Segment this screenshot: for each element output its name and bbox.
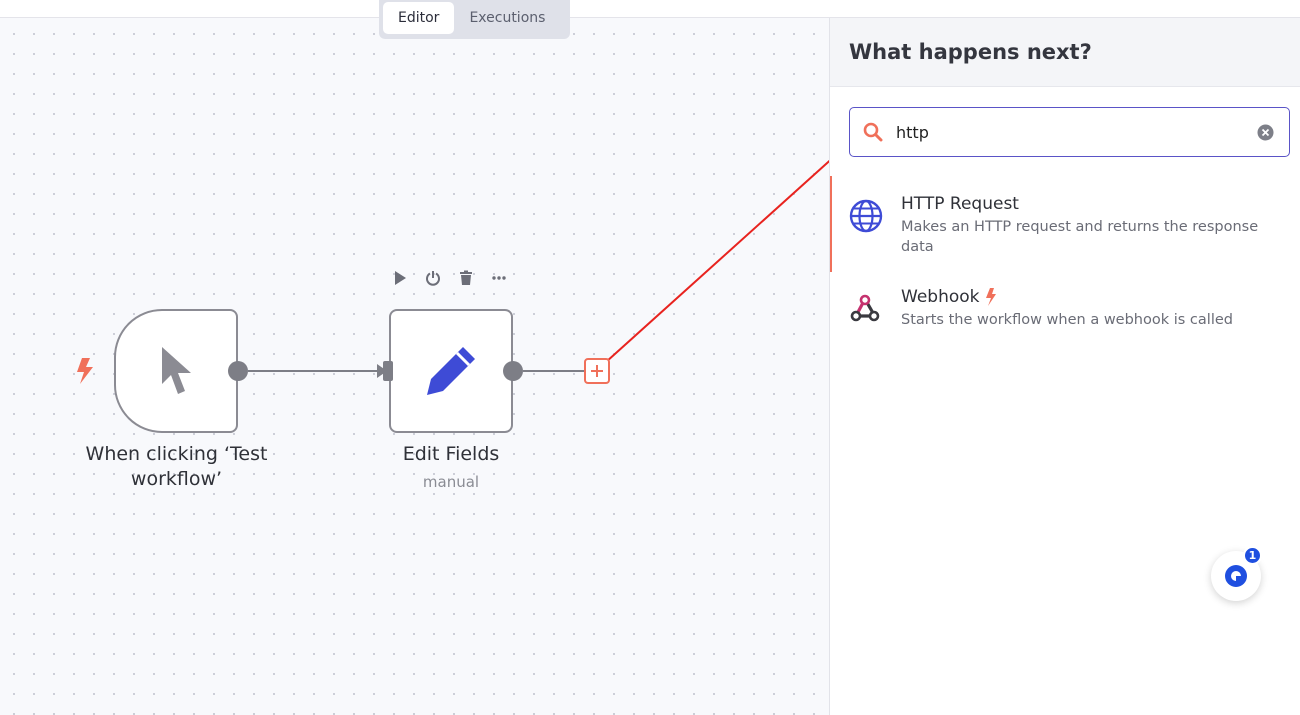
result-title: Webhook <box>901 287 980 307</box>
view-tabs: Editor Executions <box>379 0 570 39</box>
more-horizontal-icon[interactable] <box>487 266 510 289</box>
panel-title: What happens next? <box>849 40 1092 64</box>
pencil-icon <box>427 347 475 395</box>
add-node-button[interactable] <box>584 358 610 384</box>
result-http-request[interactable]: HTTP Request Makes an HTTP request and r… <box>830 176 1300 272</box>
trigger-bolt-icon <box>986 288 997 306</box>
result-description: Starts the workflow when a webhook is ca… <box>901 312 1233 328</box>
result-webhook[interactable]: Webhook Starts the workflow when a webho… <box>830 286 1300 346</box>
edit-node-label: Edit Fields <box>402 443 500 465</box>
plus-icon <box>591 365 603 377</box>
top-bar <box>0 0 1300 18</box>
edit-output-handle[interactable] <box>503 361 523 381</box>
result-title: HTTP Request <box>901 194 1019 214</box>
search-icon <box>850 122 896 142</box>
node-toolbar <box>388 266 510 290</box>
cursor-arrow-icon <box>162 347 191 394</box>
node-manual-trigger[interactable] <box>114 309 238 433</box>
tab-executions[interactable]: Executions <box>469 10 546 26</box>
search-input[interactable] <box>896 112 1241 152</box>
node-creator-panel: What happens next? <box>829 18 1300 715</box>
edit-input-handle[interactable] <box>383 361 393 381</box>
panel-header: What happens next? <box>830 18 1300 87</box>
play-icon[interactable] <box>388 266 411 289</box>
tab-editor[interactable]: Editor <box>383 2 455 34</box>
chat-icon <box>1225 565 1247 587</box>
trigger-node-label: When clicking ‘Test workflow’ <box>85 443 268 490</box>
clear-search-icon[interactable] <box>1241 124 1289 141</box>
edit-node-sublabel: manual <box>422 473 480 491</box>
trigger-output-handle[interactable] <box>228 361 248 381</box>
notification-badge: 1 <box>1243 546 1262 565</box>
power-icon[interactable] <box>421 266 444 289</box>
chat-launcher-button[interactable]: 1 <box>1211 546 1262 601</box>
trigger-bolt-icon <box>77 358 93 384</box>
webhook-icon <box>849 286 901 346</box>
globe-icon <box>849 193 901 272</box>
trash-icon[interactable] <box>454 266 477 289</box>
result-description: Makes an HTTP request and returns the re… <box>901 219 1259 255</box>
node-edit-fields[interactable] <box>389 309 513 433</box>
search-box <box>849 107 1290 157</box>
